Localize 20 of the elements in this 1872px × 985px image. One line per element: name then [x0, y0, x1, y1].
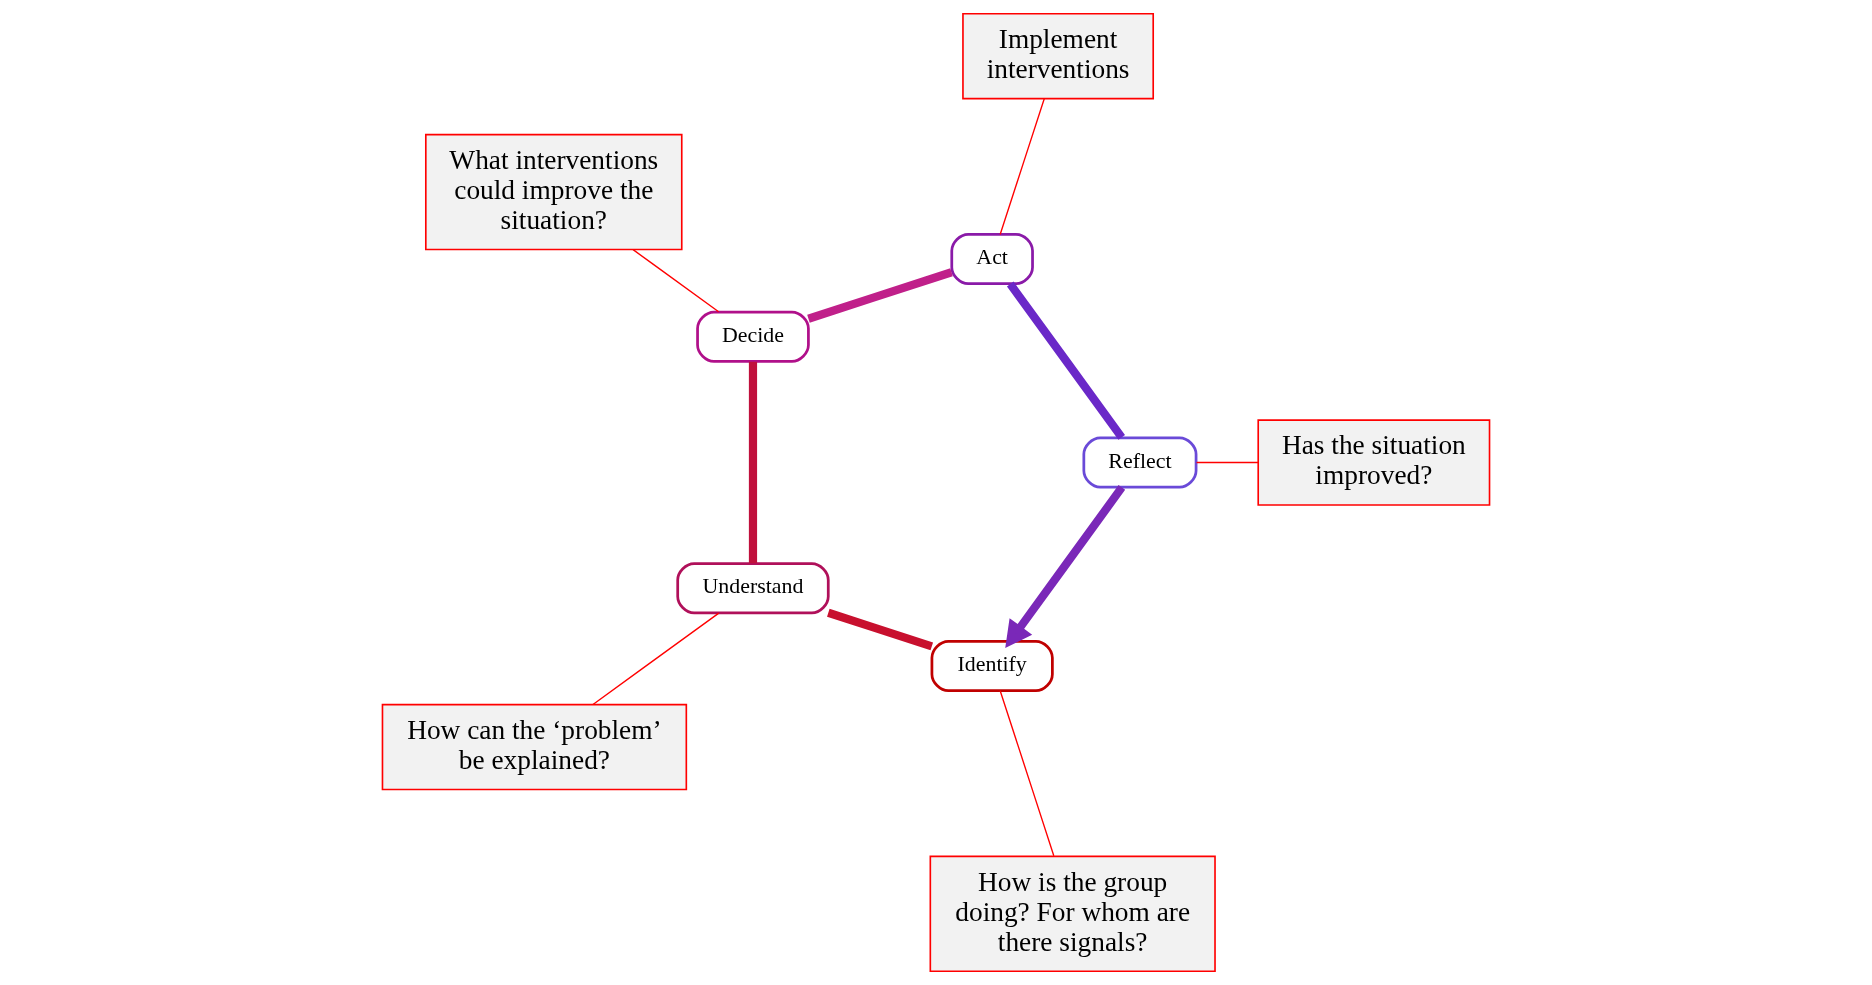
node-box: Implement interventions — [962, 12, 1155, 100]
connector — [1006, 281, 1125, 440]
connector — [592, 612, 720, 706]
connector — [807, 268, 953, 323]
node-box: Decide — [696, 310, 810, 363]
connector — [632, 249, 720, 313]
node-box: How is the group doing? For whom are there signals? — [929, 855, 1216, 973]
connector — [827, 608, 934, 651]
node-box: Has the situation improved? — [1257, 419, 1491, 506]
connector — [999, 98, 1045, 236]
connector — [999, 690, 1055, 857]
connector — [1195, 461, 1259, 464]
node-box: Act — [950, 233, 1034, 286]
connector — [748, 361, 758, 564]
node-box: Identify — [930, 639, 1054, 692]
node-box: What interventions could improve the situation? — [425, 133, 683, 251]
node-box: Reflect — [1082, 436, 1198, 489]
node-box: Understand — [676, 562, 830, 615]
arrow — [1005, 485, 1126, 648]
node-box: How can the ‘problem’ be explained? — [381, 703, 688, 791]
